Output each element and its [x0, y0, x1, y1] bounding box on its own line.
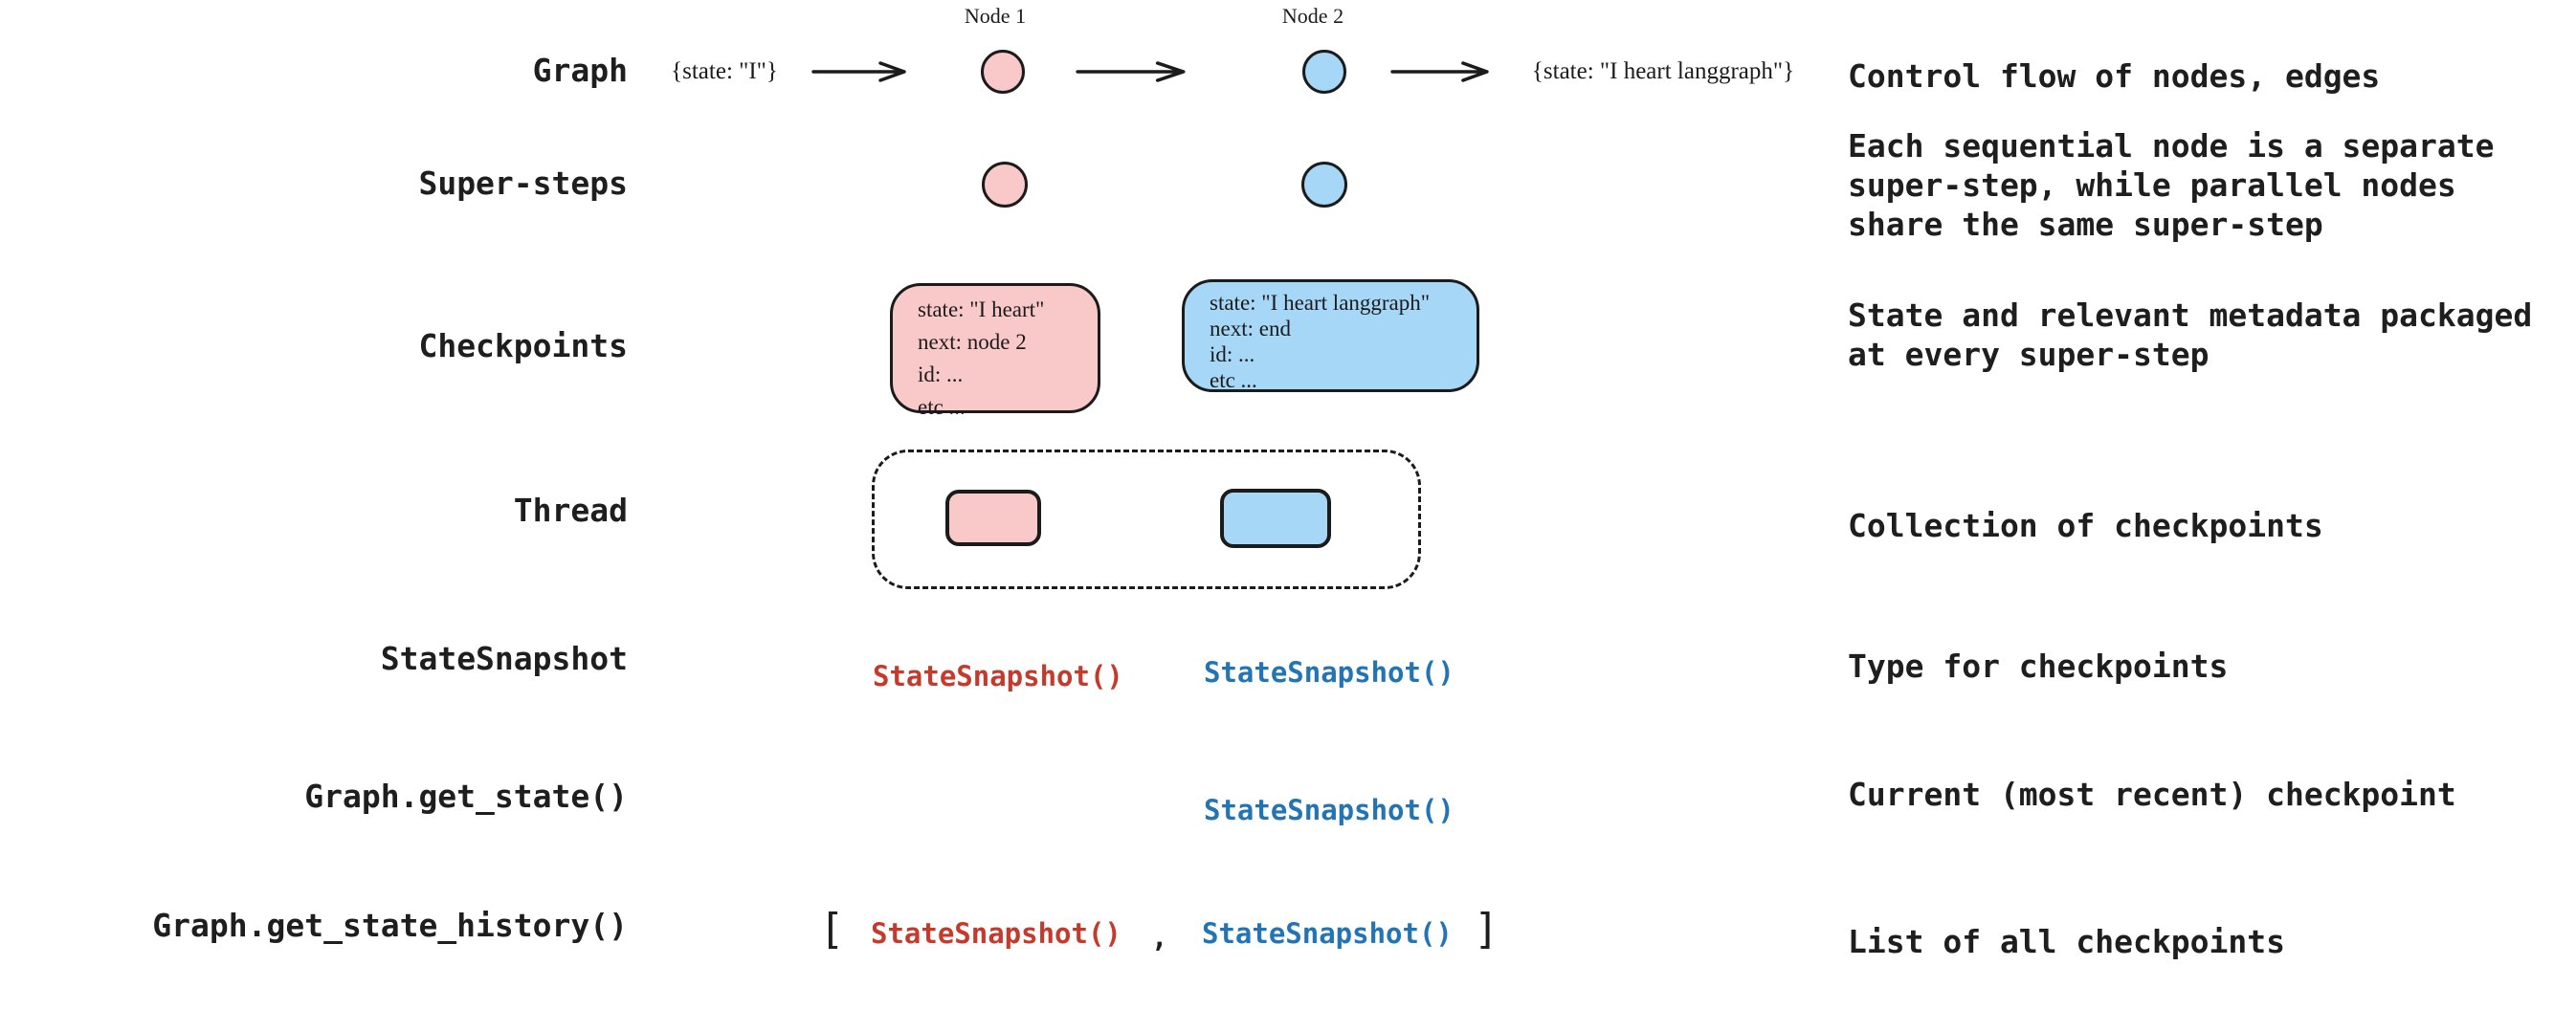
history-statesnapshot-red: StateSnapshot()	[871, 917, 1121, 950]
row-label-super-steps: Super-steps	[418, 165, 628, 202]
thread-checkpoint-1	[945, 490, 1041, 546]
desc-thread: Collection of checkpoints	[1848, 507, 2323, 544]
checkpoint-1-line: next: node 2	[918, 330, 1027, 354]
graph-output-state: {state: "I heart langgraph"}	[1531, 58, 1795, 84]
checkpoint-2-line: id: ...	[1210, 342, 1255, 366]
checkpoint-2-line: etc ...	[1210, 368, 1257, 392]
desc-checkpoints: State and relevant metadata packaged at …	[1848, 296, 2533, 373]
history-open-bracket: [	[819, 905, 845, 954]
desc-get-state-history: List of all checkpoints	[1848, 923, 2285, 960]
desc-get-state: Current (most recent) checkpoint	[1848, 776, 2456, 813]
arrow-right-icon	[1076, 61, 1186, 82]
row-label-statesnapshot: StateSnapshot	[380, 640, 628, 677]
row-label-thread: Thread	[513, 492, 628, 529]
row-label-get-state-history: Graph.get_state_history()	[152, 907, 628, 944]
history-comma: ,	[1151, 921, 1168, 954]
node2-label: Node 2	[1281, 4, 1344, 28]
checkpoint-2-box: state: "I heart langgraph" next: end id:…	[1182, 279, 1479, 392]
history-close-bracket: ]	[1474, 905, 1499, 954]
row-label-get-state: Graph.get_state()	[304, 778, 628, 815]
checkpoint-2-line: state: "I heart langgraph"	[1210, 291, 1431, 315]
statesnapshot-blue: StateSnapshot()	[1204, 656, 1455, 689]
desc-super-steps: Each sequential node is a separate super…	[1848, 127, 2495, 243]
thread-dashed-box	[872, 450, 1421, 589]
checkpoint-1-line: state: "I heart"	[918, 297, 1045, 321]
row-label-graph: Graph	[532, 52, 628, 89]
checkpoint-1-box: state: "I heart" next: node 2 id: ... et…	[890, 283, 1100, 419]
super-step-2-circle	[1301, 162, 1347, 208]
desc-statesnapshot: Type for checkpoints	[1848, 648, 2229, 685]
arrow-right-icon	[811, 61, 906, 82]
super-step-1-circle	[982, 162, 1028, 208]
get-state-result: StateSnapshot()	[1204, 794, 1455, 826]
desc-graph: Control flow of nodes, edges	[1848, 57, 2381, 95]
checkpoint-2-line: next: end	[1210, 317, 1291, 340]
checkpoint-1-line: etc ...	[918, 395, 966, 419]
checkpoint-1-line: id: ...	[918, 362, 964, 386]
history-statesnapshot-blue: StateSnapshot()	[1202, 917, 1453, 950]
row-label-checkpoints: Checkpoints	[418, 327, 628, 364]
graph-input-state: {state: "I"}	[671, 58, 778, 84]
statesnapshot-red: StateSnapshot()	[873, 660, 1123, 692]
node2-circle	[1302, 50, 1346, 94]
thread-checkpoint-2	[1220, 489, 1331, 548]
node1-label: Node 1	[964, 4, 1027, 28]
arrow-right-icon	[1390, 61, 1489, 82]
node1-circle	[981, 50, 1025, 94]
